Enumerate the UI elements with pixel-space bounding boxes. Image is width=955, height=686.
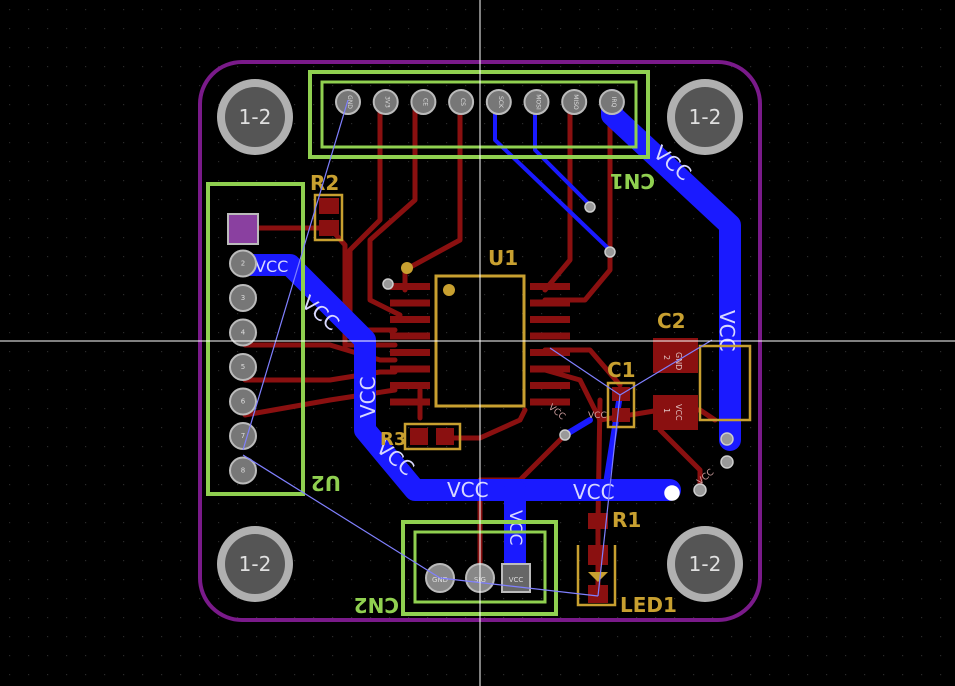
- u1-pin-left[interactable]: [390, 332, 430, 340]
- u1-pin-left[interactable]: [390, 316, 430, 323]
- cn1-pad[interactable]: [523, 89, 550, 115]
- u2-pin-label: 4: [241, 329, 246, 337]
- chip-u1[interactable]: U1: [390, 246, 570, 408]
- c2-pad-net-label: VCC: [674, 404, 683, 421]
- vcc-label-right-vert: VCC: [715, 310, 739, 352]
- cn1-pin-label: IRQ: [610, 97, 617, 108]
- cn2-pin-label: GND: [432, 576, 448, 584]
- u1-pin-right[interactable]: [530, 332, 570, 340]
- capacitor-c2[interactable]: C2 GND 2 VCC 1: [653, 309, 752, 430]
- resistor-r2[interactable]: R2: [310, 171, 344, 242]
- via[interactable]: [693, 483, 707, 497]
- cn1-pin-label: SCK: [497, 96, 504, 109]
- u1-pin-left[interactable]: [390, 398, 430, 406]
- u2-pin-label: 5: [241, 363, 245, 371]
- u1-pin-right[interactable]: [530, 382, 570, 389]
- cn1-pin-label: MOSI: [535, 94, 542, 110]
- via-selected[interactable]: [664, 485, 680, 501]
- r3-reference: R3: [380, 429, 406, 450]
- cn1-pin-label: 3V3: [384, 96, 391, 108]
- resistor-r1[interactable]: R1: [588, 508, 641, 532]
- c1-reference: C1: [607, 358, 636, 382]
- via[interactable]: [604, 246, 616, 258]
- r2-reference: R2: [310, 171, 339, 195]
- vcc-label-bottom-b: VCC: [573, 480, 615, 504]
- module-u2[interactable]: 2 3 4 5 6 7 8 U2: [206, 182, 341, 496]
- cn1-pad[interactable]: [485, 89, 512, 115]
- mounting-hole-label: 1-2: [239, 552, 272, 576]
- c2-reference: C2: [657, 309, 686, 333]
- c2-pad-number: 2: [662, 355, 671, 360]
- c2-pad-number: 1: [662, 408, 671, 413]
- ratsnest-lines: [242, 99, 713, 597]
- vcc-label-cn2-vert: VCC: [505, 510, 525, 545]
- vcc-label-left-top: VCC: [255, 257, 288, 276]
- u2-pad[interactable]: [229, 353, 257, 381]
- u1-pin-left[interactable]: [390, 283, 430, 290]
- cn1-pad[interactable]: [372, 89, 399, 115]
- u2-pin-label: 3: [241, 294, 245, 302]
- mounting-hole-label: 1-2: [239, 105, 272, 129]
- u2-pad[interactable]: [229, 318, 257, 347]
- vcc-label-bottom-a: VCC: [447, 478, 489, 502]
- cn1-pad[interactable]: [598, 89, 625, 115]
- u2-pad[interactable]: [229, 284, 257, 312]
- mounting-hole-label: 1-2: [689, 552, 722, 576]
- cn1-pin-label: CE: [421, 98, 428, 106]
- c2-pad-net-label: GND: [674, 352, 683, 370]
- cn2-pad-3[interactable]: [501, 563, 531, 593]
- cn1-pin-label: MISO: [572, 94, 579, 110]
- u1-pin-right[interactable]: [530, 283, 570, 290]
- cn1-pad[interactable]: [561, 89, 588, 115]
- u1-pin-right[interactable]: [530, 316, 570, 323]
- u2-pin-label: 2: [241, 260, 245, 268]
- led1-reference: LED1: [620, 593, 677, 617]
- cn1-pin-label: GND: [346, 95, 353, 109]
- u2-pad[interactable]: [229, 387, 257, 416]
- via[interactable]: [720, 432, 734, 446]
- resistor-r3[interactable]: R3: [380, 422, 462, 451]
- mounting-holes[interactable]: 1-2 1-2 1-2 1-2: [217, 79, 743, 602]
- u1-pin-left[interactable]: [390, 365, 430, 373]
- mounting-hole-label: 1-2: [689, 105, 722, 129]
- cn2-reference: CN2: [354, 593, 399, 617]
- u1-pin-right[interactable]: [530, 299, 570, 307]
- u1-pin-right[interactable]: [530, 365, 570, 373]
- u1-reference: U1: [488, 246, 518, 270]
- net-label-vcc-small: VCC: [588, 411, 607, 421]
- cn1-pin-label: CS: [459, 98, 466, 106]
- cn1-pad[interactable]: [448, 89, 475, 115]
- u2-pad[interactable]: [229, 249, 257, 278]
- u1-pin-left[interactable]: [390, 382, 430, 389]
- via[interactable]: [559, 429, 571, 441]
- via[interactable]: [584, 201, 596, 213]
- cn1-pad[interactable]: [410, 89, 437, 115]
- u2-reference: U2: [311, 471, 341, 495]
- u2-pad[interactable]: [229, 456, 257, 485]
- vias[interactable]: [382, 201, 734, 501]
- r1-reference: R1: [612, 508, 641, 532]
- u2-pin-label: 6: [241, 398, 246, 406]
- via[interactable]: [720, 455, 734, 469]
- u2-pin-label: 7: [241, 432, 245, 440]
- u1-pin-left[interactable]: [390, 349, 430, 356]
- cn1-reference: CN1: [610, 169, 655, 193]
- u2-pin-label: 8: [241, 467, 245, 475]
- u1-pin-right[interactable]: [530, 398, 570, 406]
- via[interactable]: [382, 278, 394, 290]
- vcc-label-left-vert: VCC: [356, 376, 380, 418]
- u1-pin-right[interactable]: [530, 349, 570, 356]
- u1-pin-left[interactable]: [390, 299, 430, 307]
- u2-pin1-pad[interactable]: [227, 213, 259, 245]
- cn2-pin-label: VCC: [509, 576, 524, 584]
